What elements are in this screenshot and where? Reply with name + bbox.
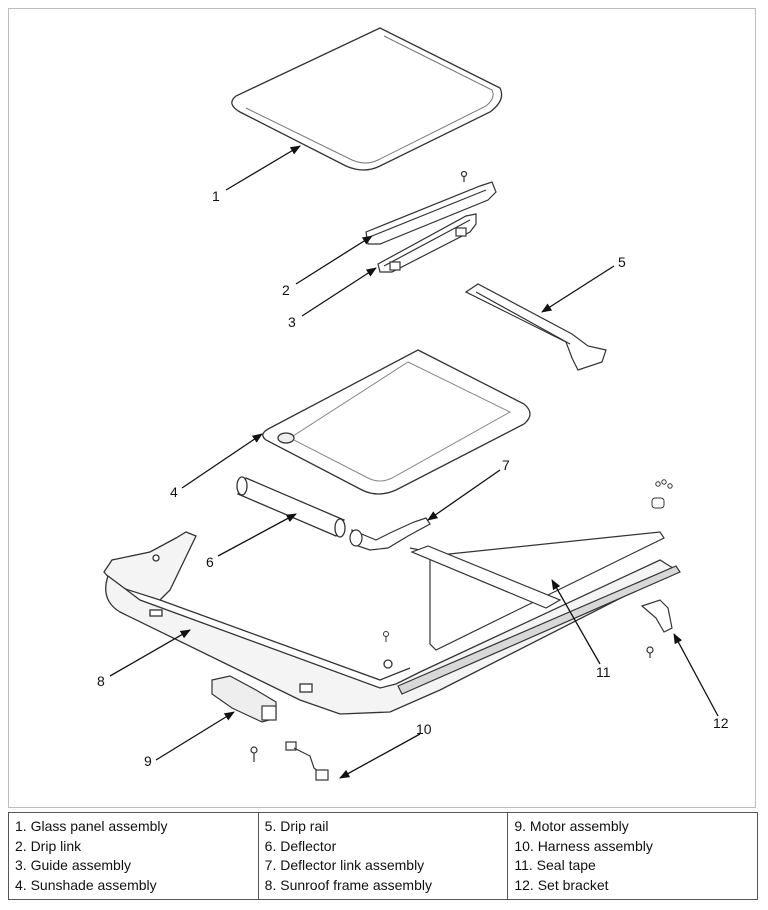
- callout-3: 3: [288, 314, 296, 330]
- callout-5: 5: [618, 254, 626, 270]
- drip-link-part: [365, 170, 497, 245]
- sunshade-assembly-part: [262, 349, 531, 495]
- callout-7: 7: [502, 457, 510, 473]
- motor-assembly-part: [211, 675, 277, 762]
- callout-1: 1: [212, 188, 220, 204]
- callout-2: 2: [282, 282, 290, 298]
- leader-arrows: [109, 145, 719, 779]
- screws-group: [383, 479, 673, 642]
- legend-entry-1: 1. Glass panel assembly: [15, 818, 168, 834]
- parts-legend: 1. Glass panel assembly 2. Drip link 3. …: [8, 812, 758, 900]
- seal-tape-part: [397, 531, 681, 695]
- harness-assembly-part: [285, 741, 329, 781]
- callout-8: 8: [97, 673, 105, 689]
- callout-12: 12: [713, 715, 729, 731]
- legend-entry-7: 7. Deflector link assembly: [264, 857, 425, 873]
- legend-entry-9: 9. Motor assembly: [514, 818, 629, 834]
- legend-entry-5: 5. Drip rail: [264, 818, 329, 834]
- deflector-link-assembly-part: [349, 517, 431, 551]
- side-rail-part: [410, 545, 562, 609]
- callout-11: 11: [596, 664, 611, 680]
- callout-numbers: 1 2 3 5 4 6 7 8 9 10 11 12: [97, 188, 729, 769]
- legend-entry-12: 12. Set bracket: [514, 876, 609, 893]
- legend-entry-11: 11. Seal tape: [514, 857, 596, 873]
- callout-9: 9: [144, 753, 152, 769]
- legend-entry-4: 4. Sunshade assembly: [15, 876, 157, 893]
- callout-4: 4: [170, 484, 178, 500]
- legend-entry-6: 6. Deflector: [264, 837, 337, 854]
- glass-panel-assembly-part: [231, 27, 503, 171]
- guide-assembly-part: [377, 213, 477, 273]
- legend-entry-3: 3. Guide assembly: [15, 857, 131, 873]
- legend-entry-2: 2. Drip link: [15, 837, 82, 854]
- set-bracket-part: [640, 599, 673, 658]
- legend-column-2: 5. Drip rail 6. Deflector 7. Deflector l…: [259, 813, 509, 899]
- legend-entry-8: 8. Sunroof frame assembly: [264, 876, 432, 893]
- drip-rail-part: [464, 283, 607, 371]
- legend-entry-10: 10. Harness assembly: [514, 837, 653, 854]
- legend-column-3: 9. Motor assembly 10. Harness assembly 1…: [508, 813, 757, 899]
- legend-column-1: 1. Glass panel assembly 2. Drip link 3. …: [9, 813, 259, 899]
- callout-10: 10: [416, 721, 432, 737]
- deflector-part: [236, 476, 346, 538]
- sunroof-exploded-view: 1 2 3 5 4 6 7 8 9 10 11 12: [97, 27, 729, 781]
- callout-6: 6: [206, 554, 214, 570]
- diagram-frame: [8, 8, 756, 808]
